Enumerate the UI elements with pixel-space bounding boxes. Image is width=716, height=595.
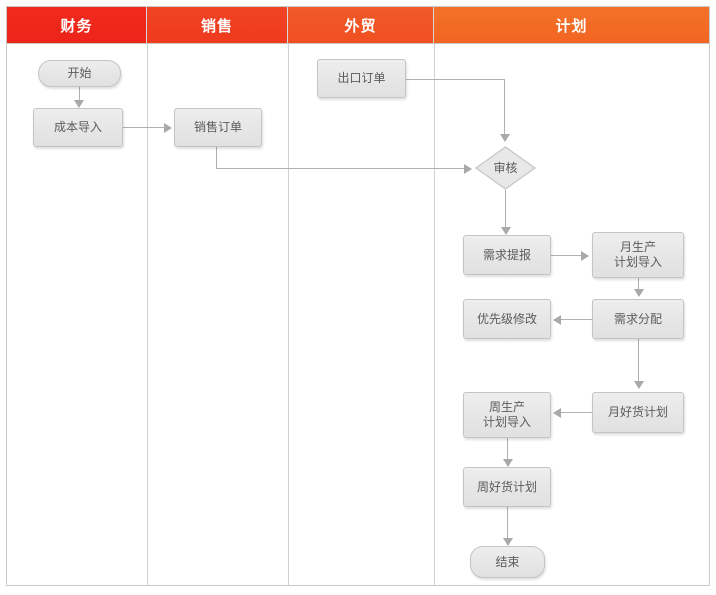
lane-header-trade[interactable]: 外贸 <box>288 7 434 43</box>
arrow-review-to-demand-submit <box>501 227 511 235</box>
edge-export-order-to-review-v <box>504 79 505 138</box>
arrow-demand-alloc-to-priority-edit <box>553 315 561 325</box>
arrow-sales-order-to-review <box>464 164 472 174</box>
lane-header-finance-label: 财务 <box>60 17 93 35</box>
diamond-shape-icon <box>475 146 536 190</box>
arrow-start-to-cost-import <box>74 100 84 108</box>
node-month-goods[interactable]: 月好货计划 <box>592 392 684 433</box>
node-end[interactable]: 结束 <box>470 546 545 578</box>
node-week-plan-import[interactable]: 周生产 计划导入 <box>463 392 551 438</box>
swimlane-frame <box>6 6 710 586</box>
edge-sales-order-to-review-h <box>216 168 468 169</box>
node-start-label: 开始 <box>67 66 92 80</box>
lane-divider-sales-trade <box>288 44 289 586</box>
edge-demand-alloc-to-month-goods <box>638 339 639 384</box>
lane-header-row: 财务 销售 外贸 计划 <box>6 6 710 44</box>
node-month-goods-label: 月好货计划 <box>607 405 668 419</box>
node-end-label: 结束 <box>495 554 520 569</box>
edge-week-plan-to-week-goods <box>507 438 508 463</box>
edge-demand-alloc-to-priority-edit <box>560 319 592 320</box>
arrow-demand-alloc-to-month-goods <box>634 381 644 389</box>
lane-header-trade-label: 外贸 <box>344 17 377 35</box>
node-review-label: 审核 <box>493 160 518 175</box>
node-month-plan-import-label: 月生产 计划导入 <box>613 240 662 269</box>
edge-start-to-cost-import <box>79 87 80 104</box>
node-week-goods[interactable]: 周好货计划 <box>463 467 551 507</box>
node-week-goods-label: 周好货计划 <box>476 479 537 494</box>
edge-export-order-to-review-h <box>406 79 505 80</box>
lane-header-finance[interactable]: 财务 <box>7 7 147 43</box>
node-cost-import[interactable]: 成本导入 <box>33 108 123 147</box>
lane-header-planning[interactable]: 计划 <box>434 7 709 43</box>
node-demand-submit-label: 需求提报 <box>482 247 531 262</box>
edge-month-goods-to-week-plan <box>560 412 592 413</box>
node-demand-alloc[interactable]: 需求分配 <box>592 299 684 339</box>
node-cost-import-label: 成本导入 <box>53 120 102 134</box>
node-sales-order-label: 销售订单 <box>193 120 242 134</box>
node-demand-alloc-label: 需求分配 <box>613 311 662 326</box>
arrow-month-plan-to-demand-alloc <box>634 289 644 297</box>
edge-week-goods-to-end <box>507 507 508 542</box>
lane-header-sales-label: 销售 <box>200 17 233 35</box>
node-review[interactable]: 审核 <box>475 146 536 190</box>
arrow-export-order-to-review <box>500 134 510 142</box>
node-priority-edit-label: 优先级修改 <box>476 311 537 326</box>
node-priority-edit[interactable]: 优先级修改 <box>463 299 551 339</box>
node-month-plan-import[interactable]: 月生产 计划导入 <box>592 232 684 278</box>
edge-cost-import-to-sales-order <box>123 127 167 128</box>
arrow-week-goods-to-end <box>503 538 513 546</box>
arrow-week-plan-to-week-goods <box>503 459 513 467</box>
node-sales-order[interactable]: 销售订单 <box>174 108 262 147</box>
node-week-plan-import-label: 周生产 计划导入 <box>482 400 531 429</box>
edge-month-plan-to-demand-alloc <box>638 278 639 293</box>
node-export-order-label: 出口订单 <box>337 71 386 85</box>
edge-demand-submit-to-month-plan <box>551 255 584 256</box>
lane-header-sales[interactable]: 销售 <box>147 7 288 43</box>
node-start[interactable]: 开始 <box>38 60 121 87</box>
node-export-order[interactable]: 出口订单 <box>317 59 406 98</box>
arrow-demand-submit-to-month-plan <box>581 251 589 261</box>
node-demand-submit[interactable]: 需求提报 <box>463 235 551 275</box>
lane-divider-trade-planning <box>434 44 435 586</box>
edge-review-to-demand-submit <box>505 190 506 231</box>
lane-header-planning-label: 计划 <box>555 17 588 35</box>
edge-sales-order-to-review-v <box>216 147 217 168</box>
arrow-month-goods-to-week-plan <box>553 408 561 418</box>
lane-divider-finance-sales <box>147 44 148 586</box>
arrow-cost-import-to-sales-order <box>164 123 172 133</box>
